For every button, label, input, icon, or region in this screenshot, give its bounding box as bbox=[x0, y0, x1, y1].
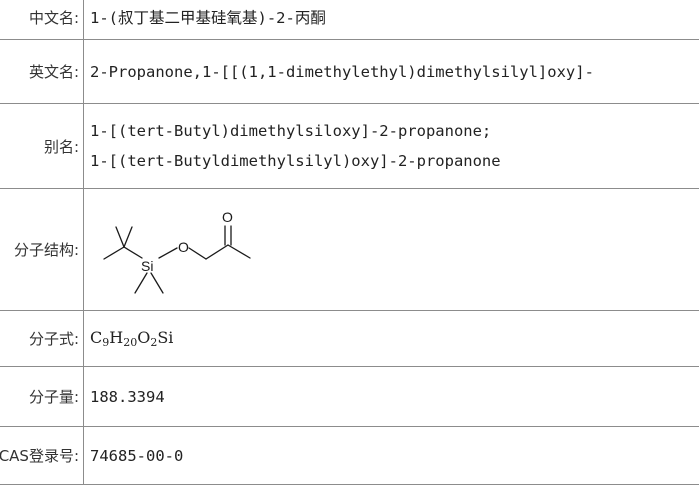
row-chinese-name: 中文名: 1-(叔丁基二甲基硅氧基)-2-丙酮 bbox=[0, 0, 699, 40]
bond-si-methyl-left bbox=[135, 273, 147, 293]
bond-ch2-co bbox=[206, 245, 228, 259]
structure-label: 分子结构: bbox=[0, 189, 84, 311]
cas-label: CAS登录号: bbox=[0, 427, 84, 485]
chinese-name-label: 中文名: bbox=[0, 0, 84, 40]
chinese-name-value: 1-(叔丁基二甲基硅氧基)-2-丙酮 bbox=[84, 0, 699, 40]
molecule-structure-diagram: O Si O bbox=[94, 195, 274, 305]
formula-c: C bbox=[90, 328, 102, 347]
alias-line-2: 1-[(tert-Butyldimethylsilyl)oxy]-2-propa… bbox=[90, 146, 699, 176]
formula-h-count: 20 bbox=[123, 336, 137, 349]
row-weight: 分子量: 188.3394 bbox=[0, 367, 699, 427]
formula-o: O bbox=[137, 328, 150, 347]
row-structure: 分子结构: O Si O bbox=[0, 189, 699, 311]
row-cas: CAS登录号: 74685-00-0 bbox=[0, 427, 699, 485]
alias-label: 别名: bbox=[0, 104, 84, 189]
row-alias: 别名: 1-[(tert-Butyl)dimethylsiloxy]-2-pro… bbox=[0, 104, 699, 189]
bond-tbu-si bbox=[124, 247, 142, 258]
formula-h: H bbox=[109, 328, 123, 347]
formula-si: Si bbox=[157, 328, 173, 347]
bond-si-o bbox=[159, 248, 177, 258]
molecular-formula: C9H20O2Si bbox=[84, 311, 699, 367]
atom-oxygen-carbonyl: O bbox=[222, 209, 233, 225]
row-formula: 分子式: C9H20O2Si bbox=[0, 311, 699, 367]
structure-cell: O Si O bbox=[84, 189, 699, 311]
english-name-value: 2-Propanone,1-[[(1,1-dimethylethyl)dimet… bbox=[84, 40, 699, 104]
alias-line-1: 1-[(tert-Butyl)dimethylsiloxy]-2-propano… bbox=[90, 116, 699, 146]
bond-si-methyl-right bbox=[151, 273, 163, 293]
bond-o-ch2 bbox=[189, 248, 206, 259]
english-name-label: 英文名: bbox=[0, 40, 84, 104]
weight-label: 分子量: bbox=[0, 367, 84, 427]
cas-number: 74685-00-0 bbox=[84, 427, 699, 485]
atom-silicon: Si bbox=[141, 258, 153, 274]
bond-tbu-left bbox=[104, 247, 124, 259]
alias-value: 1-[(tert-Butyl)dimethylsiloxy]-2-propano… bbox=[84, 104, 699, 189]
atom-oxygen-ether: O bbox=[178, 239, 189, 255]
formula-label: 分子式: bbox=[0, 311, 84, 367]
row-english-name: 英文名: 2-Propanone,1-[[(1,1-dimethylethyl)… bbox=[0, 40, 699, 104]
bond-tbu-up-right bbox=[124, 227, 132, 247]
bond-tbu-up-left bbox=[116, 227, 124, 247]
bond-co-methyl bbox=[228, 245, 250, 258]
molecular-weight: 188.3394 bbox=[84, 367, 699, 427]
